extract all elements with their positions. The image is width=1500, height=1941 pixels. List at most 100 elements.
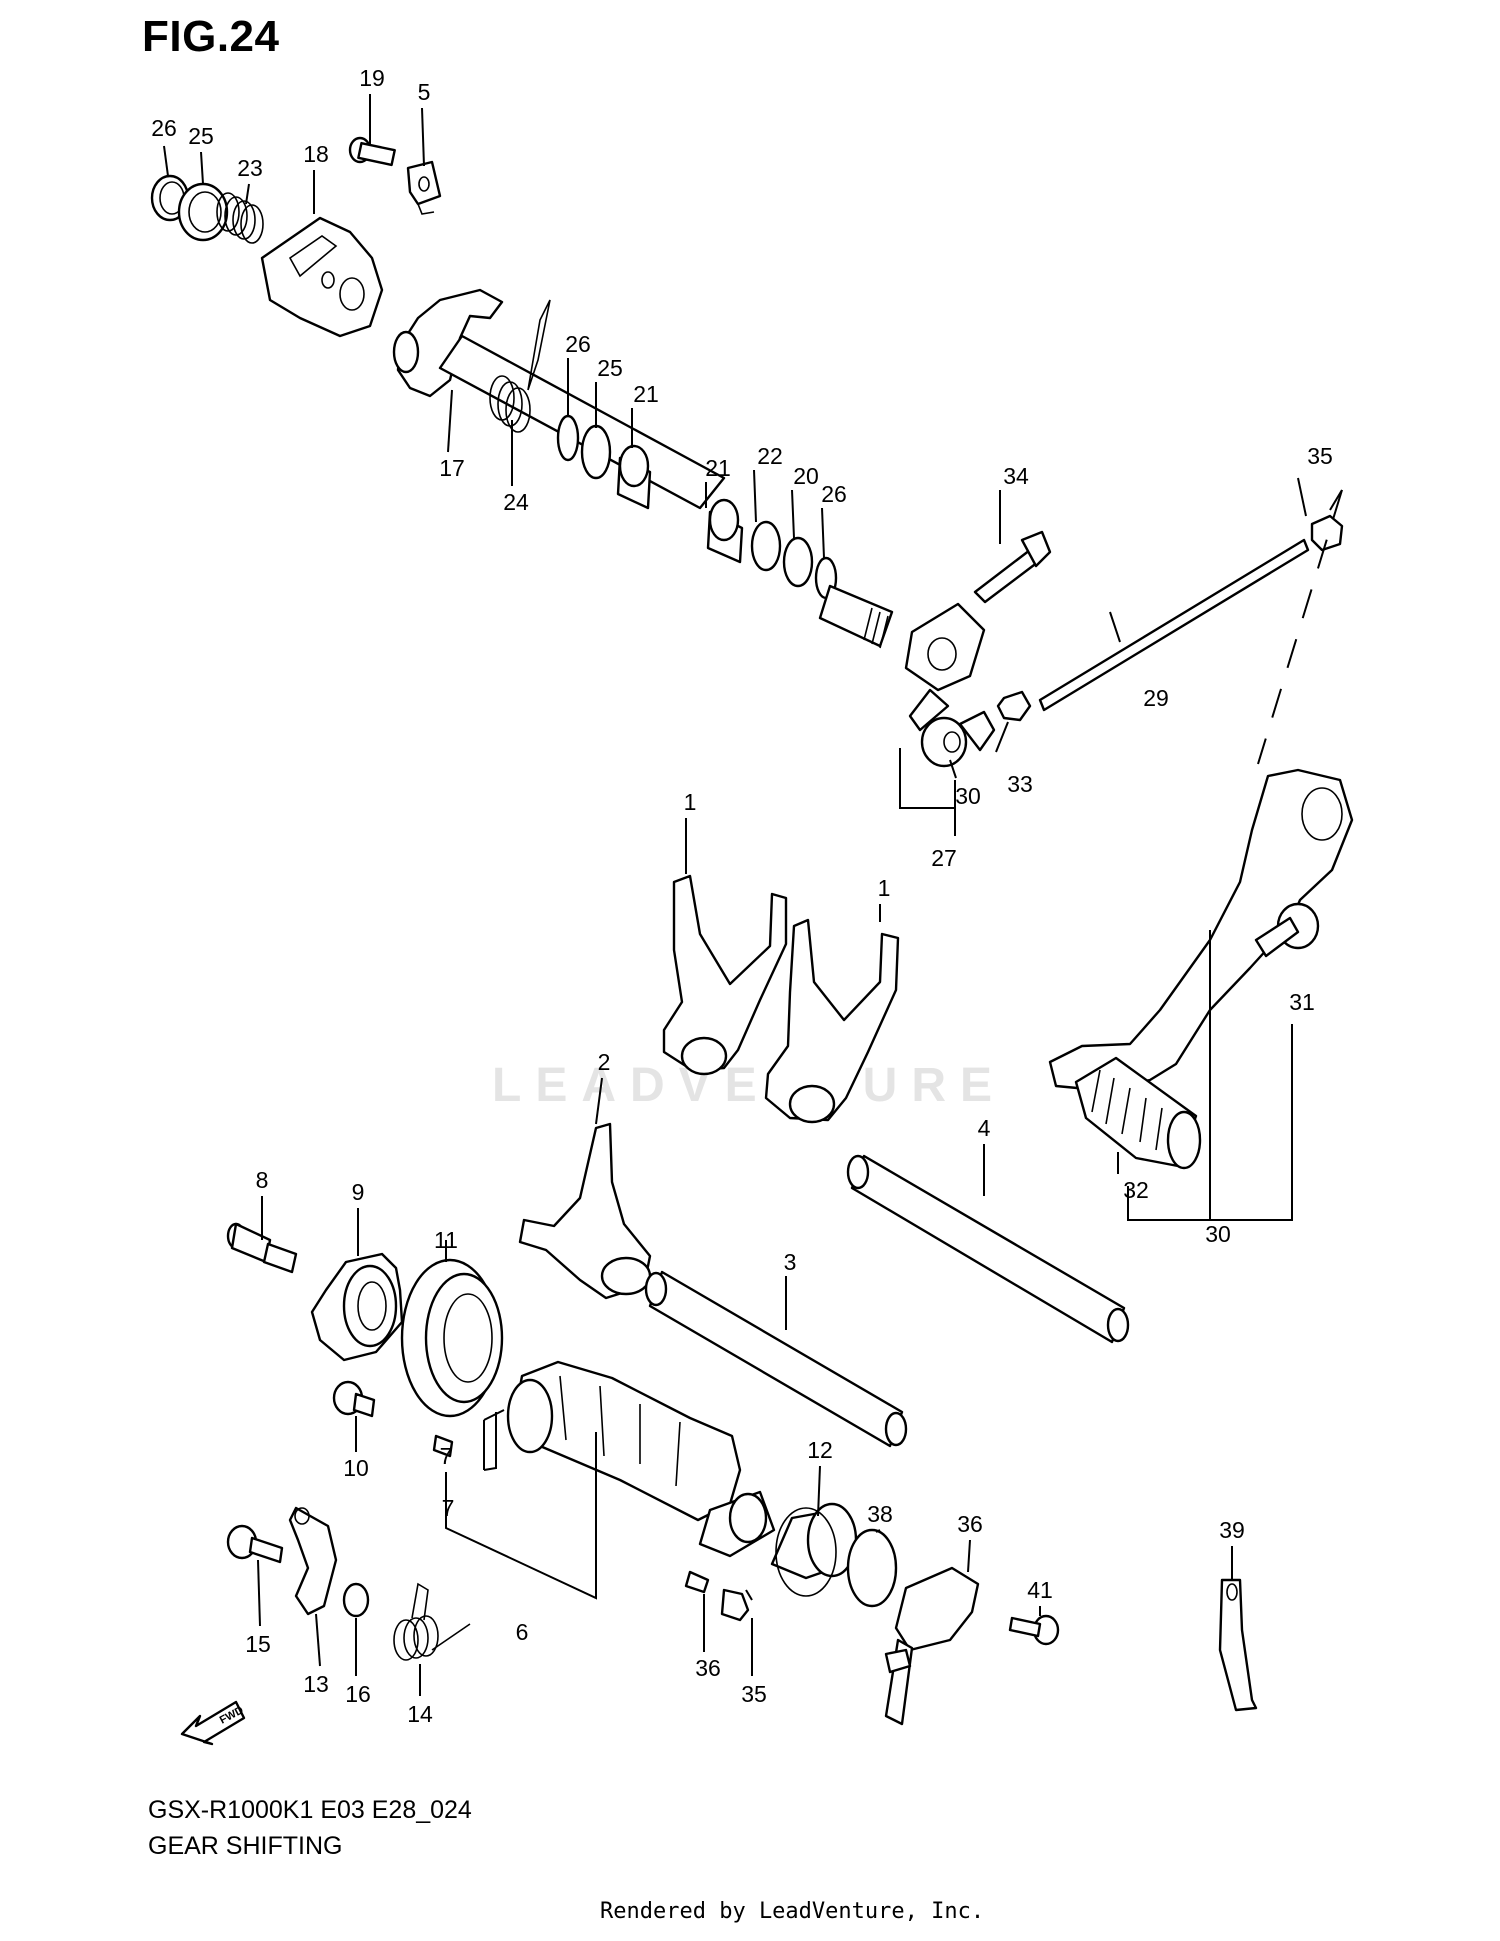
part-39-clip bbox=[1218, 1578, 1258, 1712]
part-1-fork-b bbox=[764, 918, 900, 1124]
part-30-shift-pedal bbox=[1048, 768, 1354, 1092]
callout: 32 bbox=[1123, 1177, 1149, 1203]
part-32-rubber bbox=[1074, 1056, 1202, 1170]
callout: 30 bbox=[1205, 1221, 1231, 1247]
callout: 36 bbox=[695, 1655, 721, 1681]
part-35-nut bbox=[1310, 514, 1344, 552]
callout: 16 bbox=[345, 1681, 371, 1707]
part-12-bearing bbox=[770, 1502, 858, 1597]
callout: 10 bbox=[343, 1455, 369, 1481]
part-36-switch bbox=[884, 1566, 980, 1726]
callout: 34 bbox=[1003, 463, 1029, 489]
part-17-shift-shaft bbox=[392, 288, 726, 510]
callout: 29 bbox=[1143, 685, 1169, 711]
figure-title: FIG.24 bbox=[142, 12, 280, 61]
callout: 11 bbox=[434, 1227, 458, 1253]
part-33-nut bbox=[996, 690, 1032, 722]
figure-caption: GEAR SHIFTING bbox=[148, 1832, 343, 1860]
callout: 22 bbox=[757, 443, 783, 469]
callout: 7 bbox=[440, 1443, 453, 1469]
shift-forks bbox=[518, 874, 1130, 1448]
callout: 9 bbox=[352, 1179, 365, 1205]
part-7-pin bbox=[432, 1434, 454, 1458]
part-15-bolt bbox=[226, 1524, 284, 1564]
callout: 39 bbox=[1219, 1517, 1245, 1543]
callout: 41 bbox=[1027, 1577, 1053, 1603]
callout: 21 bbox=[633, 381, 659, 407]
callout: 8 bbox=[256, 1167, 269, 1193]
part-1-fork-a bbox=[662, 874, 788, 1076]
callout: 35 bbox=[741, 1681, 767, 1707]
part-24-spring bbox=[489, 299, 551, 433]
part-14-spring bbox=[393, 1582, 471, 1661]
callout: 30 bbox=[955, 783, 981, 809]
callout: 25 bbox=[188, 123, 214, 149]
part-25-washer-b bbox=[580, 424, 612, 480]
part-37-pin bbox=[720, 1588, 750, 1622]
callout: 20 bbox=[793, 463, 819, 489]
callout: 5 bbox=[418, 79, 431, 105]
callout: 27 bbox=[931, 845, 957, 871]
part-21-bush-a bbox=[616, 444, 652, 510]
callout: 18 bbox=[303, 141, 329, 167]
callout: 19 bbox=[359, 65, 385, 91]
part-3-rod bbox=[644, 1270, 908, 1448]
part-29-rod bbox=[1038, 538, 1310, 712]
part-21-bush-b bbox=[706, 498, 744, 564]
part-2-fork bbox=[518, 1122, 652, 1300]
callout: 35 bbox=[1307, 443, 1333, 469]
part-28-tierod-end bbox=[920, 710, 996, 768]
part-38-washer bbox=[846, 1528, 898, 1608]
callout: 26 bbox=[151, 115, 177, 141]
callout: 2 bbox=[598, 1049, 611, 1075]
callout: 26 bbox=[821, 481, 847, 507]
callout: 31 bbox=[1289, 989, 1315, 1015]
callout: 13 bbox=[303, 1671, 329, 1697]
part-11-bearing bbox=[400, 1258, 504, 1418]
callout: 38 bbox=[867, 1501, 893, 1527]
part-40-spring bbox=[684, 1570, 710, 1594]
shift-shaft-assembly bbox=[150, 136, 1354, 1170]
callout: 23 bbox=[237, 155, 263, 181]
part-23-spring bbox=[216, 192, 264, 244]
part-16-washer bbox=[342, 1582, 370, 1618]
callout: 24 bbox=[503, 489, 529, 515]
part-8-pin bbox=[226, 1222, 298, 1274]
part-6-drum bbox=[506, 1360, 776, 1558]
callout: 26 bbox=[565, 331, 591, 357]
callout: 25 bbox=[597, 355, 623, 381]
callout: 21 bbox=[705, 455, 731, 481]
model-code: GSX-R1000K1 E03 E28_024 bbox=[148, 1796, 472, 1824]
fwd-arrow: FWD bbox=[180, 1700, 246, 1746]
callout: 7 bbox=[442, 1495, 455, 1521]
part-10-bolt bbox=[332, 1380, 376, 1418]
leader-lines bbox=[163, 94, 1343, 1696]
callout: 4 bbox=[978, 1115, 991, 1141]
callout: 6 bbox=[516, 1619, 529, 1645]
callout: 12 bbox=[807, 1437, 833, 1463]
callout: 17 bbox=[439, 455, 465, 481]
part-41-screw bbox=[1008, 1614, 1060, 1646]
part-9-cam bbox=[310, 1252, 404, 1362]
callout: 33 bbox=[1007, 771, 1033, 797]
watermark: LEADVENTURE bbox=[492, 1059, 1007, 1112]
part-27-lever bbox=[904, 602, 986, 732]
part-22-washer bbox=[750, 520, 782, 572]
part-31-joint bbox=[1254, 902, 1320, 958]
part-34-bolt bbox=[973, 530, 1052, 604]
part-13-stopper bbox=[288, 1506, 338, 1616]
callout: 1 bbox=[878, 875, 891, 901]
part-19-bolt bbox=[348, 136, 396, 167]
callout: 3 bbox=[784, 1249, 797, 1275]
gearshift-drum-assembly bbox=[226, 1222, 1258, 1726]
callout: 14 bbox=[407, 1701, 433, 1727]
callout-labels: 26 25 23 18 19 5 17 24 26 25 21 21 22 20… bbox=[151, 65, 1333, 1727]
part-5-lockwasher bbox=[406, 160, 442, 206]
render-credit: Rendered by LeadVenture, Inc. bbox=[600, 1899, 985, 1924]
part-20-washer bbox=[782, 536, 814, 588]
part-4-rod bbox=[846, 1154, 1130, 1344]
shaft-spline bbox=[818, 584, 894, 648]
part-26-clip-b bbox=[556, 414, 580, 462]
